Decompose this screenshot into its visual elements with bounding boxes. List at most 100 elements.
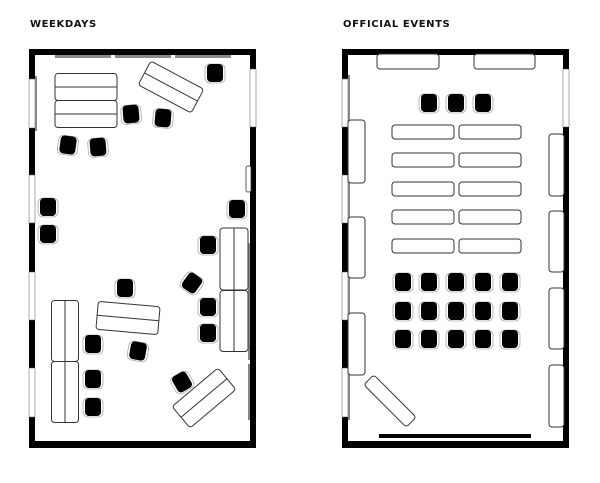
chair-seat [395,302,411,320]
chair-seat [395,273,411,291]
table [458,124,522,140]
chair-seat [395,330,411,348]
window-opening [28,78,36,129]
chair-icon [152,108,174,129]
table-divider [180,378,228,418]
chair-icon [472,301,494,322]
table-top [391,181,455,197]
chair-icon [126,340,150,363]
sofa [51,300,79,362]
chair-icon [120,104,142,125]
window [175,55,231,58]
chair-seat [502,302,518,320]
chair-icon [179,271,204,296]
chair-icon [499,272,521,293]
table-top [458,152,522,168]
chair-seat [448,330,464,348]
window-opening [341,78,349,128]
chair-icon [197,235,219,256]
table [391,181,455,197]
chair-icon [499,329,521,350]
chair-armrest [87,137,109,158]
chair-seat [122,104,140,124]
chair-icon [418,329,440,350]
chair-seat [89,137,107,157]
table [95,301,161,335]
table-top [458,124,522,140]
chair-seat [59,135,77,155]
cabinet [347,119,366,184]
chair-icon [204,63,226,84]
table [458,238,522,254]
cabinet [548,364,565,428]
sideboard [473,53,536,70]
chair-icon [418,272,440,293]
chair-seat [475,330,491,348]
cabinet [548,210,565,273]
table [172,368,236,428]
window [55,55,111,58]
chair-seat [475,273,491,291]
chair-icon [37,197,59,218]
chair-icon [472,272,494,293]
sideboard [376,53,440,70]
chair-seat [475,302,491,320]
chair-seat [85,398,101,416]
sofa [51,361,79,423]
table-top [458,181,522,197]
chair-seat [154,108,172,128]
table-divider [144,72,198,102]
weekdays-floor-plan [28,49,257,448]
sofa [219,227,249,291]
chair-icon [392,329,414,350]
window [248,243,250,360]
weekdays-plan-title: WEEKDAYS [30,19,97,30]
table [391,238,455,254]
table-top [458,209,522,225]
chair-armrest [179,271,204,296]
chair-seat [200,324,216,342]
table [458,181,522,197]
chair-seat [502,330,518,348]
table [138,61,204,113]
chair-icon [472,93,494,114]
chair-seat [117,279,133,297]
chair-icon [56,134,79,157]
chair-seat [421,302,437,320]
chair-seat [448,94,464,112]
chair-seat [181,272,203,294]
chair-armrest [56,134,79,157]
window-opening [28,367,36,418]
cabinet [548,287,565,350]
official-events-floor-plan [341,49,570,448]
chair-icon [197,297,219,318]
chair-seat [129,341,147,361]
table-top [458,238,522,254]
table [391,124,455,140]
table-top [391,152,455,168]
table [458,209,522,225]
sofa [219,290,249,352]
table [364,375,416,427]
chair-seat [421,330,437,348]
window-opening [28,174,36,224]
chair-icon [445,329,467,350]
table-divider [97,314,159,322]
window-opening [341,367,349,418]
table-top [391,209,455,225]
sofa [54,100,118,128]
chair-seat [229,200,245,218]
window-opening [341,174,349,224]
cabinet [347,312,366,376]
chair-seat [40,198,56,216]
table-top [391,124,455,140]
table-top [364,375,416,427]
cabinet [347,216,366,279]
chair-seat [475,94,491,112]
chair-icon [392,301,414,322]
chair-icon [114,278,136,299]
window-opening [28,271,36,321]
chair-seat [172,371,192,393]
window-opening [562,68,570,128]
